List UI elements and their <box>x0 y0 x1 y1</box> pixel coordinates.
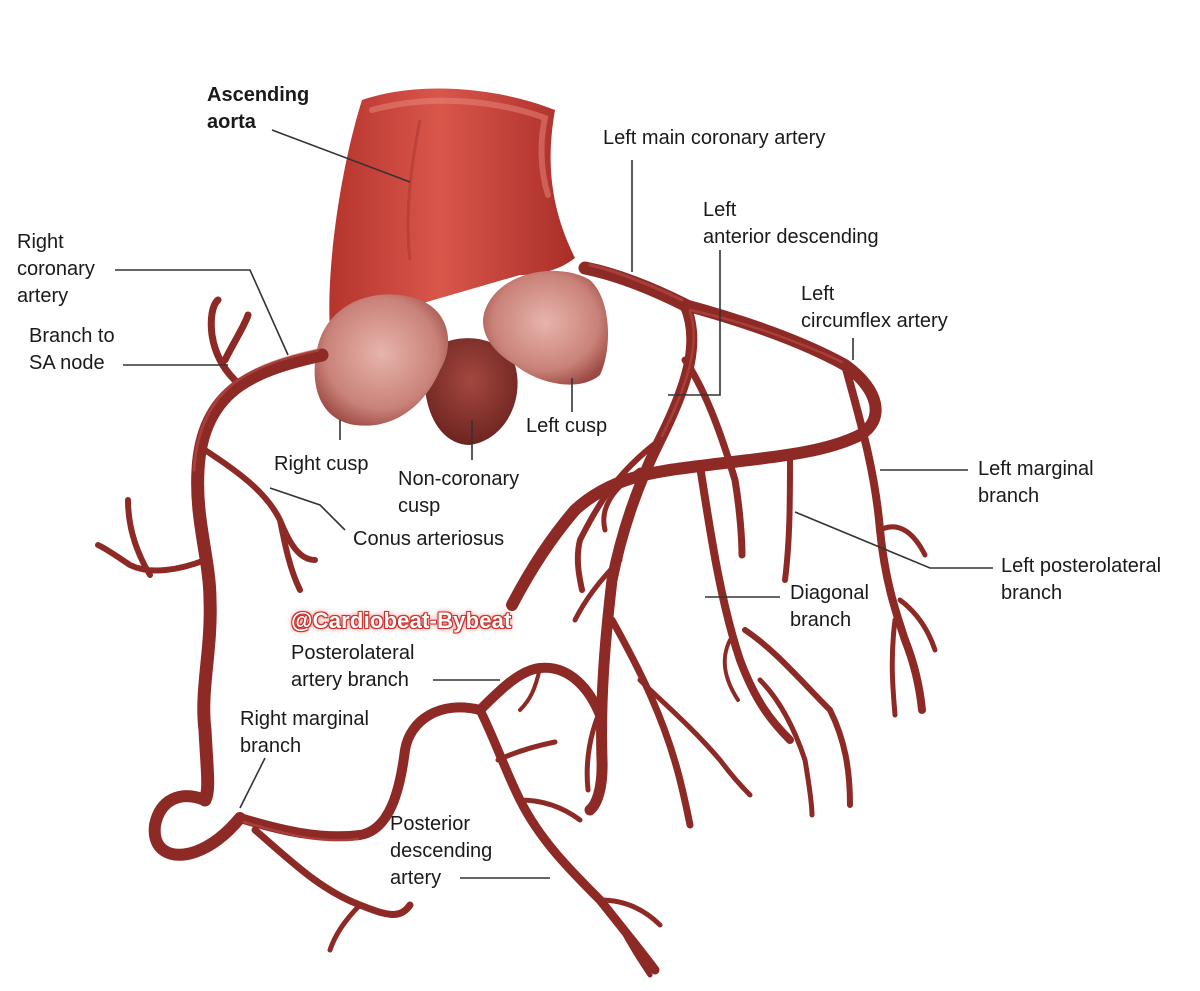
label-branch-to-sa-node: Branch to SA node <box>29 325 115 374</box>
label-left-marginal-branch: Left marginal branch <box>978 458 1094 507</box>
label-posterior-descending-artery: Posterior descending artery <box>390 813 493 889</box>
label-ascending-aorta: Ascending aorta <box>207 84 310 133</box>
non-coronary-cusp <box>424 338 518 445</box>
vessel-highlights <box>192 263 844 842</box>
label-left-posterolateral-branch: Left posterolateral branch <box>1001 555 1162 604</box>
label-right-coronary-artery: Right coronary artery <box>17 231 95 307</box>
label-conus-arteriosus: Conus arteriosus <box>353 528 505 550</box>
label-left-cusp: Left cusp <box>526 415 608 437</box>
label-right-cusp: Right cusp <box>274 453 369 475</box>
right-cusp <box>314 294 449 426</box>
label-non-coronary-cusp: Non-coronary cusp <box>398 468 520 517</box>
leader-lines <box>115 129 993 879</box>
label-right-marginal-branch: Right marginal branch <box>240 708 369 757</box>
label-diagonal-branch: Diagonal branch <box>790 582 869 631</box>
label-posterolateral-artery-branch: Posterolateral artery branch <box>291 642 415 691</box>
label-left-anterior-descending: Left anterior descending <box>703 199 879 248</box>
label-left-main-coronary-artery: Left main coronary artery <box>603 127 826 149</box>
left-main-vessel <box>578 261 692 312</box>
left-cusp <box>483 270 609 385</box>
ascending-aorta <box>329 88 575 330</box>
watermark: @Cardiobeat-Bybeat <box>291 608 512 633</box>
lad-vessel <box>584 299 698 816</box>
label-left-circumflex-artery: Left circumflex artery <box>801 283 948 332</box>
